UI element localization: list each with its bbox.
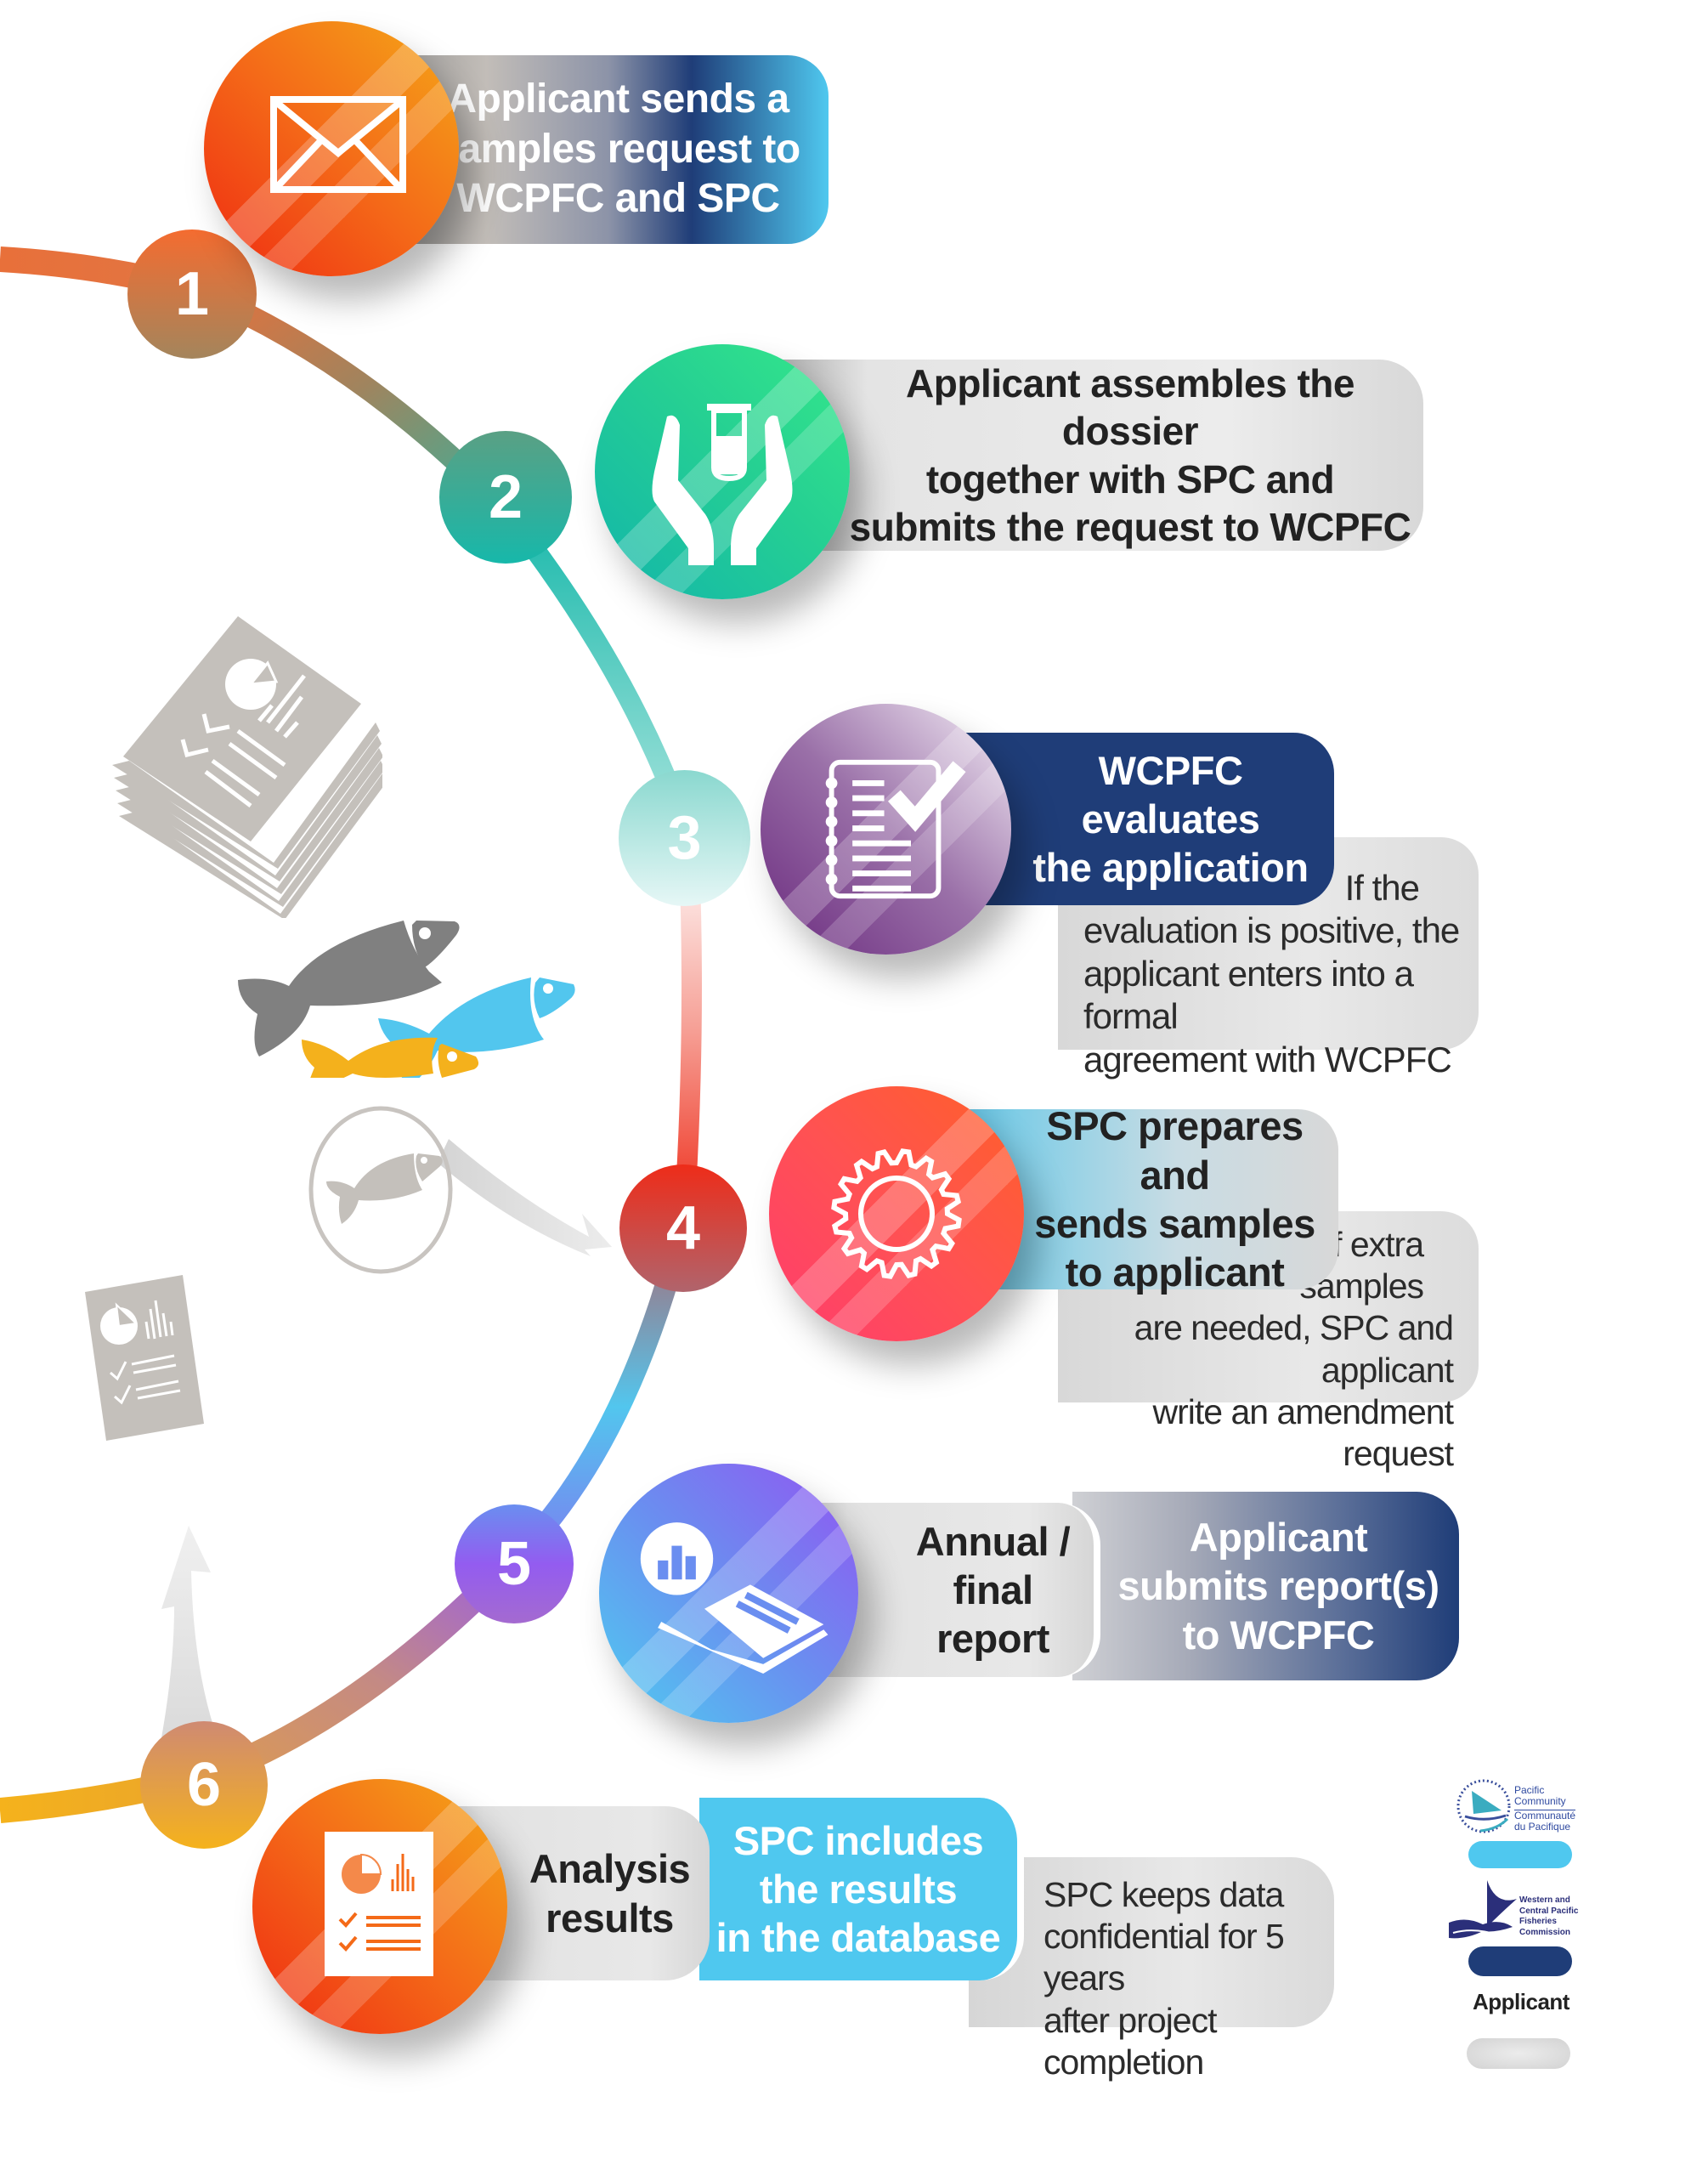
gear-icon xyxy=(831,1148,962,1279)
legend-wcpfc-swatch xyxy=(1468,1946,1572,1976)
step-5-label-line: final report xyxy=(936,1567,1049,1662)
step-3-title-line: the application xyxy=(1032,845,1309,891)
step-6-title-line: the results xyxy=(759,1866,958,1912)
spc-logo-line: Communauté xyxy=(1514,1809,1576,1822)
step-number-5: 5 xyxy=(455,1504,574,1623)
step-5-title-pill: Applicant submits report(s) to WCPFC xyxy=(1072,1492,1459,1680)
step-number-2: 2 xyxy=(439,431,572,564)
step-6-note-pill xyxy=(969,1857,1334,2027)
spc-logo-line: Community xyxy=(1514,1795,1566,1808)
report-arrow xyxy=(153,1526,229,1781)
step-5-title-line: to WCPFC xyxy=(1182,1612,1375,1657)
wcpfc-logo-line: Central Pacific xyxy=(1519,1906,1579,1916)
magnifier-fish-icon xyxy=(308,1106,453,1274)
step-number-3: 3 xyxy=(619,770,750,906)
step-4-note-text: If extra samples are needed, SPC and app… xyxy=(1058,1224,1454,1475)
envelope-icon xyxy=(270,96,406,193)
step-1-title-line: Applicant sends a xyxy=(447,76,789,122)
step-4-note-line: If extra xyxy=(1323,1225,1424,1264)
wcpfc-logo-line: Western and xyxy=(1519,1895,1570,1905)
step-6-note-text: SPC keeps data confidential for 5 years … xyxy=(1043,1874,1341,2083)
wcpfc-logo-icon xyxy=(1449,1880,1517,1939)
step-2-title-line: together with SPC and xyxy=(925,456,1335,501)
legend-applicant-label: Applicant xyxy=(1473,1989,1569,2014)
wcpfc-logo-line: Fisheries xyxy=(1519,1917,1557,1926)
step-3-note-text: If the evaluation is positive, the appli… xyxy=(1083,867,1466,1081)
step-5-title-line: submits report(s) xyxy=(1117,1563,1440,1609)
spc-logo-icon xyxy=(1456,1779,1511,1833)
step-6-icon-circle xyxy=(252,1779,507,2034)
step-1-title-line: samples request to xyxy=(436,126,800,172)
step-6-label-line: Analysis xyxy=(529,1846,691,1892)
step-4-icon-circle xyxy=(769,1086,1024,1341)
document-stack-icon xyxy=(112,616,382,918)
checklist-notebook-icon xyxy=(825,759,966,899)
sample-arrow xyxy=(438,1139,612,1256)
step-3-icon-circle xyxy=(761,704,1011,955)
step-6-note-line: confidential for 5 years xyxy=(1043,1917,1285,1998)
step-5-icon-circle xyxy=(599,1464,858,1723)
legend-spc-swatch xyxy=(1468,1841,1572,1868)
step-1-title-line: WCPFC and SPC xyxy=(456,176,780,222)
step-4-note-line: are needed, SPC and applicant xyxy=(1134,1308,1454,1390)
step-1-icon-circle xyxy=(204,21,459,276)
step-4-title-line: SPC prepares and xyxy=(1046,1103,1304,1198)
step-5-label-line: Annual / xyxy=(915,1518,1071,1564)
step-2-title-line: submits the request to WCPFC xyxy=(849,504,1411,549)
step-2-title-pill: Applicant assembles the dossier together… xyxy=(769,360,1423,551)
step-number-4: 4 xyxy=(619,1164,747,1292)
step-3-note-line: If the xyxy=(1344,868,1420,908)
step-3-note-line: applicant enters into a formal xyxy=(1083,953,1414,1037)
hands-test-tube-icon xyxy=(652,404,793,565)
step-2-title-line: Applicant assembles the dossier xyxy=(906,361,1355,454)
step-3-note-line: evaluation is positive, the xyxy=(1083,910,1460,951)
step-6-title-pill: SPC includes the results in the database xyxy=(693,1798,1024,1980)
step-6-title-line: SPC includes xyxy=(732,1817,984,1863)
step-6-note-line: after project completion xyxy=(1043,2000,1218,2082)
step-number-6: 6 xyxy=(140,1721,268,1849)
step-6-title-line: in the database xyxy=(715,1915,1001,1961)
step-4-title-line: sends samples xyxy=(1034,1201,1315,1246)
step-3-title-line: WCPFC evaluates xyxy=(1081,747,1260,841)
spc-logo-line: Pacific xyxy=(1514,1784,1545,1796)
step-4-note-line: write an amendment request xyxy=(1152,1391,1454,1473)
step-6-note-line: SPC keeps data xyxy=(1043,1875,1284,1914)
wcpfc-logo-line: Commission xyxy=(1519,1927,1571,1937)
spc-logo-line: du Pacifique xyxy=(1514,1821,1571,1833)
legend-applicant-swatch xyxy=(1467,2038,1570,2069)
fish-group-icon xyxy=(238,921,575,1078)
step-5-title-line: Applicant xyxy=(1189,1515,1368,1560)
step-4-title-line: to applicant xyxy=(1065,1249,1285,1295)
step-3-note-line: agreement with WCPFC xyxy=(1083,1039,1452,1079)
step-6-label-line: results xyxy=(546,1895,674,1941)
report-document-icon xyxy=(85,1275,204,1441)
analysis-document-icon xyxy=(325,1832,433,1976)
step-2-icon-circle xyxy=(595,344,850,599)
report-chart-icon xyxy=(640,1522,829,1674)
